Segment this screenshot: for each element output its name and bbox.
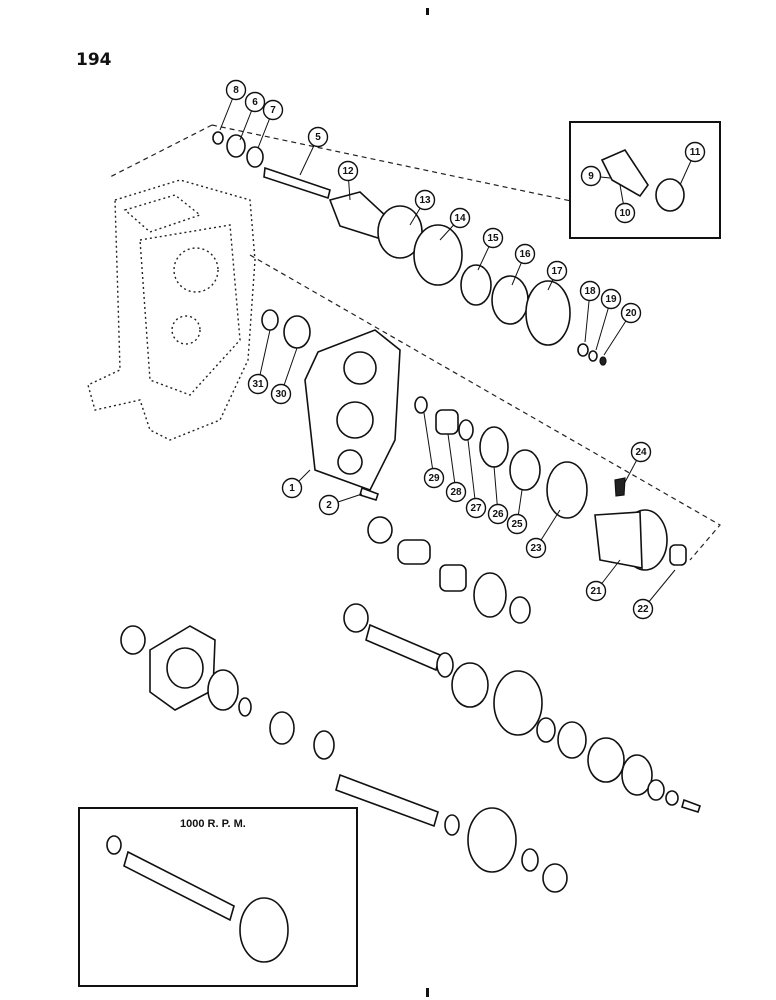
callout-22: 22	[632, 598, 654, 620]
main-shaft-assembly	[269, 711, 568, 893]
callout-5: 5	[307, 126, 329, 148]
callout-label-11: 11	[690, 147, 701, 158]
callout-26: 26	[487, 503, 509, 525]
bottom-tick	[426, 988, 429, 997]
callout-label-13: 13	[419, 195, 431, 206]
inset-label-1000-rpm: 1000 R. P. M.	[180, 818, 246, 830]
dashed-guide-main	[249, 254, 721, 561]
callout-25: 25	[506, 513, 528, 535]
callout-label-18: 18	[584, 286, 596, 297]
callout-1: 1	[281, 477, 303, 499]
callout-label-20: 20	[625, 308, 637, 319]
leader-line-27	[467, 439, 477, 509]
middle-shaft-assembly	[261, 309, 687, 571]
callout-label-25: 25	[511, 519, 523, 530]
callout-label-12: 12	[342, 166, 354, 177]
callout-label-21: 21	[590, 586, 602, 597]
callout-label-16: 16	[519, 249, 531, 260]
callout-label-29: 29	[428, 473, 440, 484]
callout-label-5: 5	[315, 132, 321, 143]
callout-11: 11	[684, 141, 706, 163]
callout-20: 20	[620, 302, 642, 324]
callout-label-27: 27	[470, 503, 482, 514]
leader-line-29	[423, 412, 435, 479]
output-shaft-assembly	[120, 603, 702, 813]
lower-stub-cluster	[367, 516, 531, 624]
callout-label-17: 17	[551, 266, 563, 277]
callout-23: 23	[525, 537, 547, 559]
housing-plate	[304, 329, 401, 491]
callout-28: 28	[445, 481, 467, 503]
callout-9: 9	[580, 165, 602, 187]
callout-7: 7	[262, 99, 284, 121]
callout-18: 18	[579, 280, 601, 302]
callout-6: 6	[244, 91, 266, 113]
callout-label-23: 23	[530, 543, 542, 554]
transmission-housing	[87, 179, 256, 441]
callout-label-1: 1	[289, 483, 295, 494]
callout-27: 27	[465, 497, 487, 519]
callout-8: 8	[225, 79, 247, 101]
callout-label-2: 2	[326, 500, 332, 511]
inset-1000-rpm-parts	[106, 835, 289, 963]
callout-label-14: 14	[454, 213, 466, 224]
callout-label-31: 31	[252, 379, 264, 390]
page-number: 194	[76, 50, 112, 70]
callout-17: 17	[546, 260, 568, 282]
dashed-guide-top	[107, 124, 591, 206]
callout-19: 19	[600, 288, 622, 310]
top-shaft-assembly	[212, 131, 607, 366]
callout-label-26: 26	[492, 509, 504, 520]
inset-upper-parts	[600, 148, 685, 212]
callout-label-19: 19	[605, 294, 617, 305]
callout-13: 13	[414, 189, 436, 211]
callout-label-24: 24	[635, 447, 647, 458]
callout-label-6: 6	[252, 97, 258, 108]
callout-label-28: 28	[450, 487, 462, 498]
callout-layer: 1256789101112131415161718192021222324252…	[219, 79, 706, 620]
callout-label-7: 7	[270, 105, 276, 116]
callout-label-10: 10	[619, 208, 631, 219]
callout-label-8: 8	[233, 85, 239, 96]
callout-16: 16	[514, 243, 536, 265]
callout-label-9: 9	[588, 171, 594, 182]
callout-15: 15	[482, 227, 504, 249]
callout-label-22: 22	[637, 604, 649, 615]
callout-14: 14	[449, 207, 471, 229]
callout-21: 21	[585, 580, 607, 602]
callout-29: 29	[423, 467, 445, 489]
callout-31: 31	[247, 373, 269, 395]
callout-label-15: 15	[487, 233, 499, 244]
top-tick	[426, 8, 429, 15]
callout-2: 2	[318, 494, 340, 516]
callout-label-30: 30	[275, 389, 287, 400]
callout-30: 30	[270, 383, 292, 405]
callout-12: 12	[337, 160, 359, 182]
callout-24: 24	[630, 441, 652, 463]
callout-10: 10	[614, 202, 636, 224]
